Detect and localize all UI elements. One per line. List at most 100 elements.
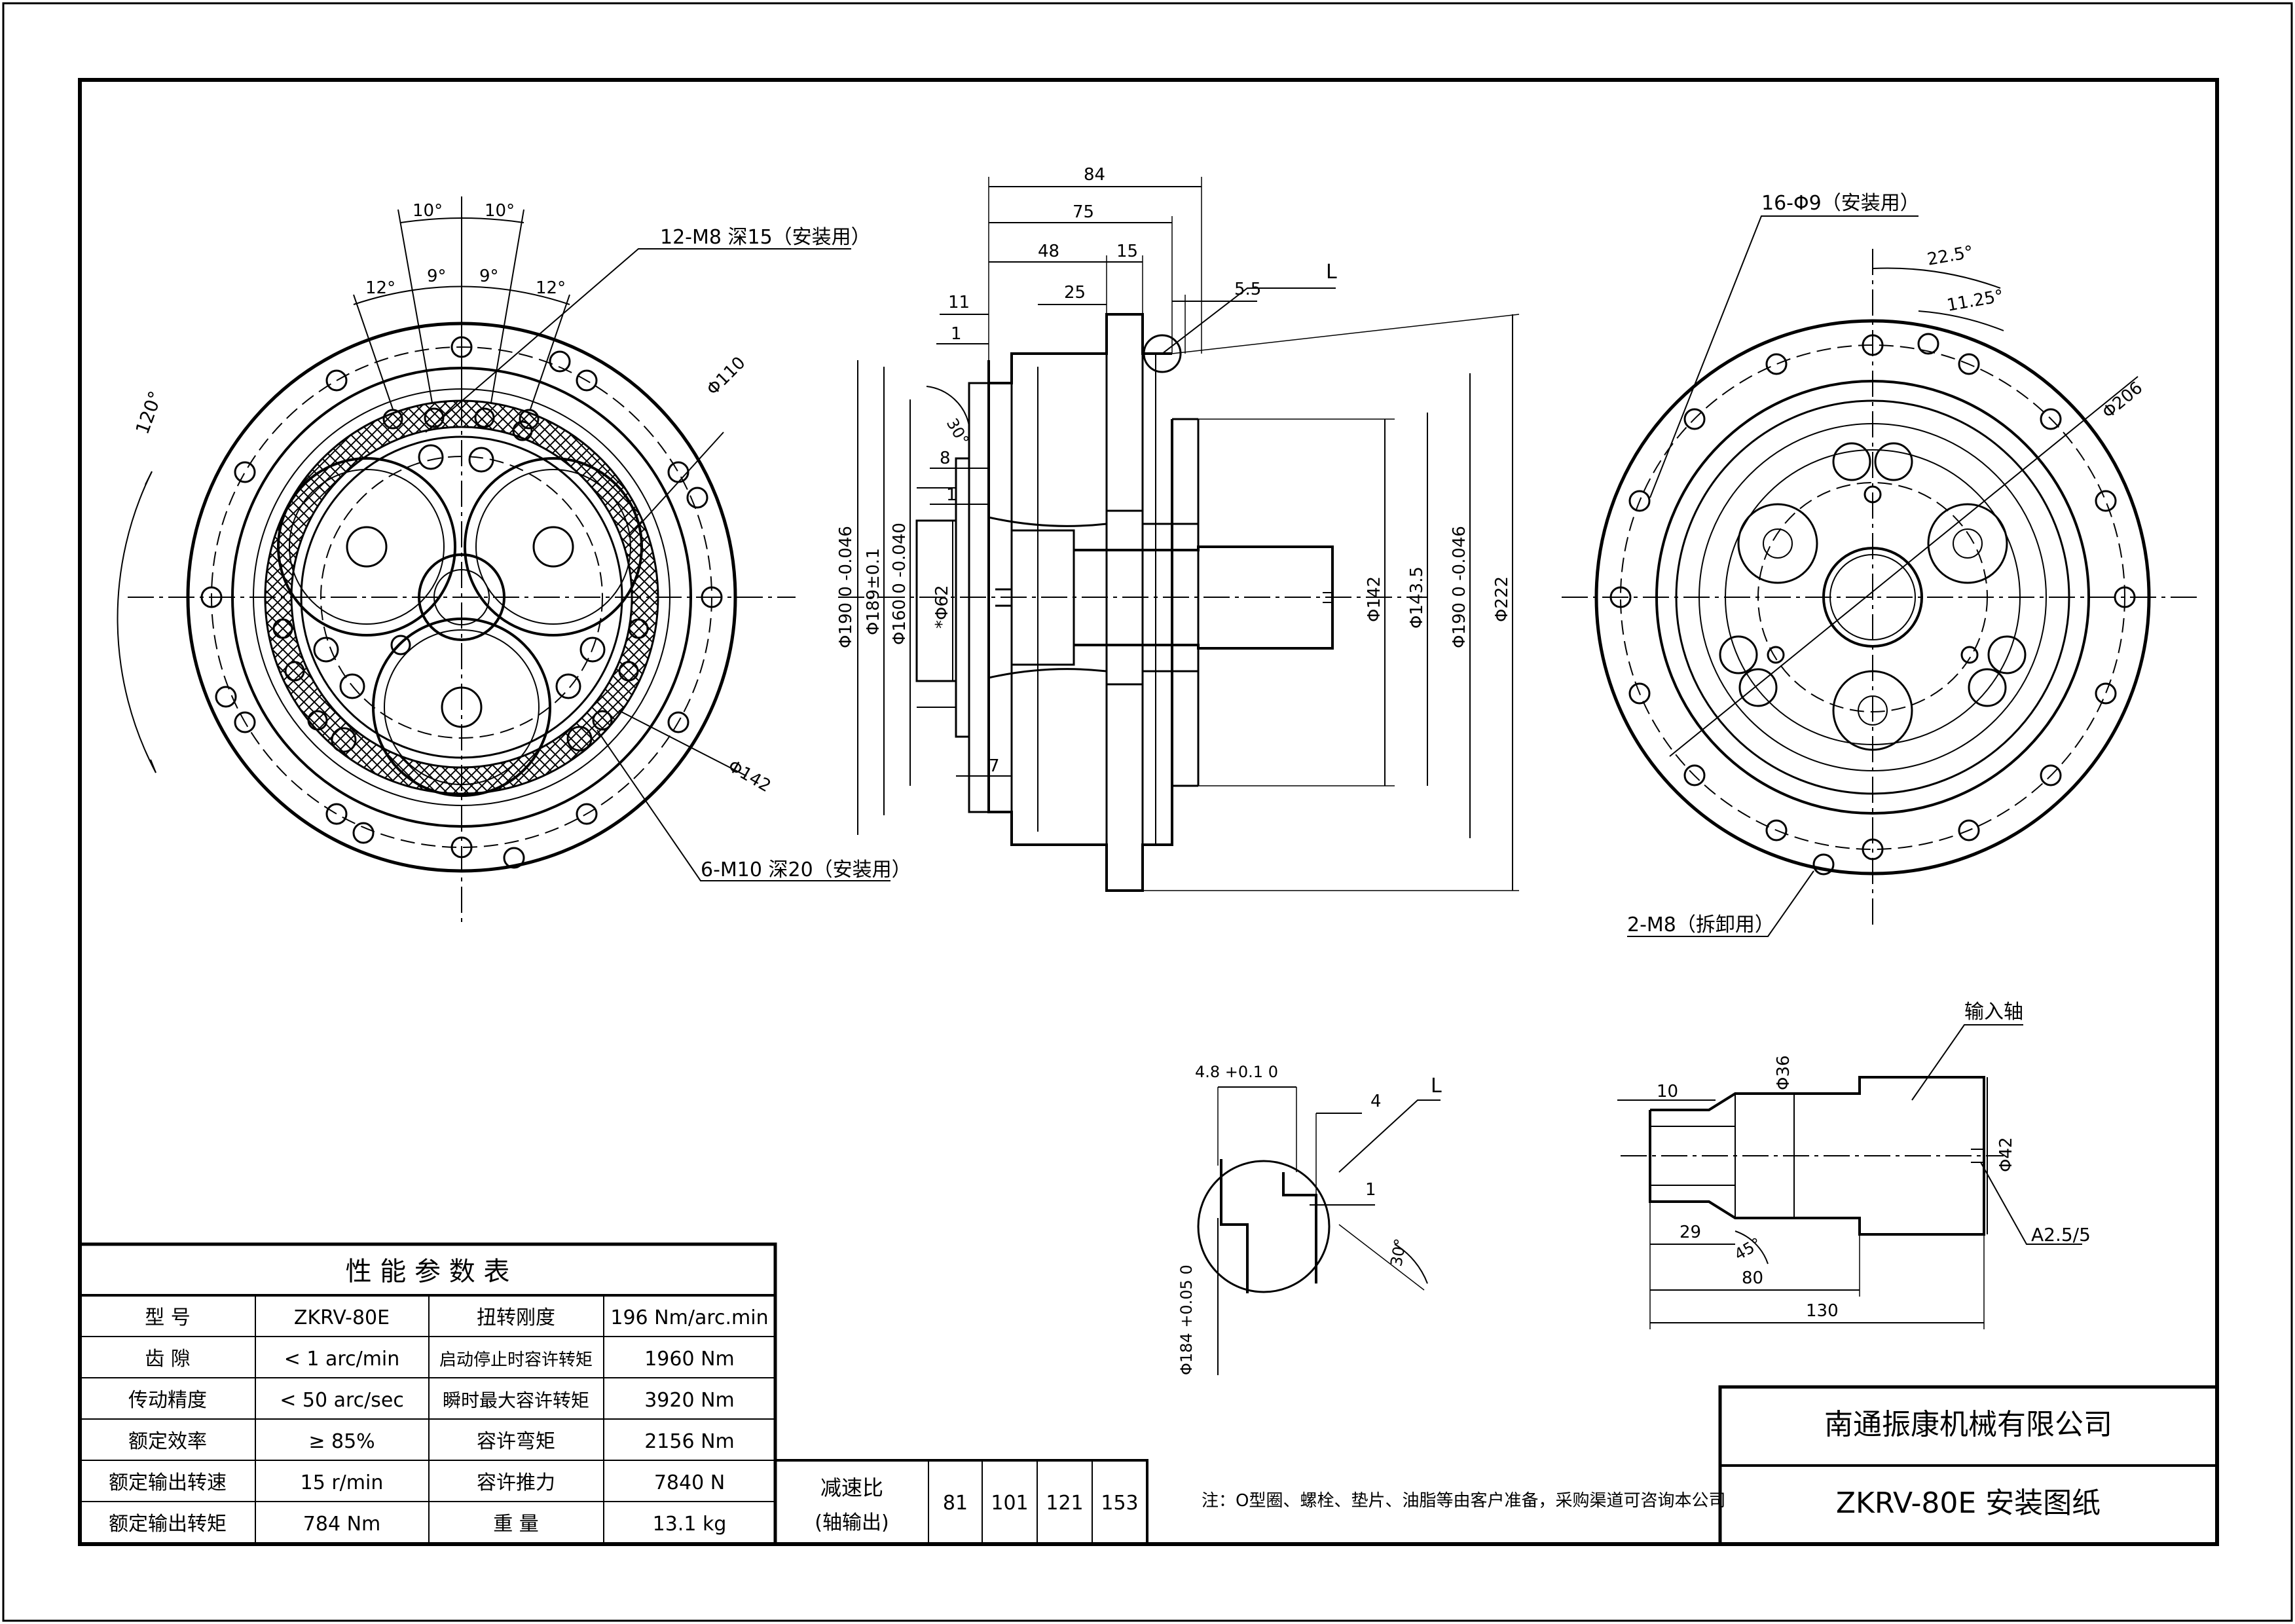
- phi190-right: Φ190 0 -0.046: [1450, 526, 1469, 648]
- dim-1-mid: 1: [946, 485, 957, 505]
- table-row: 额定输出转矩 784 Nm 重 量 13.1 kg: [109, 1513, 726, 1536]
- bearing-ring-hatch: [264, 399, 659, 795]
- shaft-title: 输入轴: [1964, 1001, 2023, 1024]
- section-view: 84 75 48 15 11 25 5.5 1 8 1 7 30° L Φ190…: [836, 165, 1520, 892]
- row-value: 2156 Nm: [644, 1430, 735, 1453]
- row-label: 重 量: [493, 1513, 539, 1536]
- row-value: ZKRV-80E: [294, 1306, 390, 1329]
- dim-84: 84: [1084, 165, 1105, 185]
- performance-table-title: 性 能 参 数 表: [346, 1257, 510, 1287]
- table-row: 额定效率 ≥ 85% 容许弯矩 2156 Nm: [128, 1430, 735, 1453]
- dim-15: 15: [1116, 242, 1138, 261]
- row-label: 容许推力: [477, 1471, 555, 1494]
- performance-table: 性 能 参 数 表 型 号 ZKRV-80E 扭转刚度 196 Nm/arc.m…: [78, 1242, 777, 1546]
- row-value: 1960 Nm: [644, 1348, 735, 1371]
- dim-7: 7: [989, 756, 1000, 776]
- phi190-left: Φ190 0 -0.046: [836, 526, 856, 648]
- phi184-label: Φ184 +0.05 0: [1177, 1264, 1196, 1375]
- dim-1-top: 1: [951, 324, 962, 344]
- phi142-label: Φ142: [725, 756, 775, 796]
- holes-m8-rear-label: 2-M8（拆卸用）: [1627, 913, 1774, 936]
- center-hole-label: A2.5/5: [2031, 1224, 2091, 1246]
- planet-gears: [277, 457, 643, 797]
- dim-11: 11: [948, 293, 970, 312]
- phi36-label: Φ36: [1774, 1055, 1793, 1090]
- angle-10-right: 10°: [485, 201, 515, 221]
- dim-5-5: 5.5: [1234, 280, 1261, 299]
- row-value: 784 Nm: [303, 1513, 380, 1536]
- table-row: 传动精度 < 50 arc/sec 瞬时最大容许转矩 3920 Nm: [128, 1389, 735, 1412]
- angle-9-left: 9°: [427, 267, 447, 286]
- phi206-label: Φ206: [2099, 378, 2146, 422]
- ratio-label-line2: (轴输出): [815, 1511, 889, 1534]
- ratio-label-line1: 减速比: [820, 1475, 883, 1500]
- holes-m10-label: 6-M10 深20（安装用）: [701, 858, 911, 881]
- holes-phi9-label: 16-Φ9（安装用）: [1761, 192, 1920, 215]
- dim-8: 8: [940, 449, 951, 468]
- ratio-value: 81: [943, 1492, 968, 1515]
- angle-45: 45°: [1731, 1234, 1765, 1264]
- phi143-5: Φ143.5: [1407, 566, 1427, 629]
- table-row: 型 号 ZKRV-80E 扭转刚度 196 Nm/arc.min: [145, 1306, 768, 1329]
- angle-30-detail: 30°: [1387, 1237, 1410, 1268]
- row-label: 型 号: [145, 1306, 191, 1329]
- angle-9-right: 9°: [479, 267, 499, 286]
- rear-view: 16-Φ9（安装用） 22.5° 11.25° Φ206 2-M8（拆卸用）: [1562, 192, 2197, 937]
- input-shaft-view: 输入轴 10 Φ36 Φ42 29 45° 80 130 A2.5/5: [1617, 1001, 2091, 1329]
- drawing-title: ZKRV-80E 安装图纸: [1836, 1486, 2101, 1520]
- dim-4: 4: [1370, 1092, 1382, 1111]
- row-label: 容许弯矩: [477, 1430, 555, 1453]
- dim-80: 80: [1742, 1268, 1763, 1288]
- angle-12-right: 12°: [536, 278, 566, 298]
- dim-130: 130: [1806, 1301, 1839, 1321]
- ratio-value: 121: [1046, 1492, 1083, 1515]
- dim-29: 29: [1680, 1223, 1701, 1242]
- phi142-section: Φ142: [1365, 576, 1384, 622]
- outer-bolt-holes: [200, 336, 723, 869]
- row-value: 196 Nm/arc.min: [610, 1306, 768, 1329]
- detail-ref-L-section: L: [1326, 261, 1337, 284]
- dim-25: 25: [1064, 283, 1086, 303]
- front-view: 10° 10° 12° 9° 9° 12° 120° 12-M8 深15（安装用…: [117, 196, 911, 923]
- rear-outer-circle: [1594, 319, 2151, 876]
- phi62: *Φ62: [932, 585, 952, 629]
- dim-75: 75: [1073, 202, 1094, 222]
- ratio-value: 153: [1101, 1492, 1138, 1515]
- row-label: 启动停止时容许转矩: [439, 1350, 593, 1370]
- inner-holes: [272, 407, 649, 753]
- row-value: 7840 N: [654, 1471, 725, 1494]
- row-value: 13.1 kg: [653, 1513, 727, 1536]
- rear-large-holes: [1719, 442, 2027, 751]
- table-row: 额定输出转速 15 r/min 容许推力 7840 N: [109, 1471, 725, 1494]
- row-label: 齿 隙: [145, 1348, 191, 1371]
- dim-10: 10: [1657, 1082, 1678, 1101]
- row-label: 额定输出转速: [109, 1471, 227, 1494]
- company-name: 南通振康机械有限公司: [1824, 1408, 2112, 1441]
- row-value: 15 r/min: [301, 1471, 384, 1494]
- row-value: < 1 arc/min: [284, 1348, 400, 1371]
- ratio-table: 减速比 (轴输出) 81 101 121 153: [774, 1459, 1148, 1545]
- row-label: 额定效率: [128, 1430, 207, 1453]
- row-value: ≥ 85%: [308, 1430, 375, 1453]
- row-value: 3920 Nm: [644, 1389, 735, 1412]
- drawing-note: 注：O型圈、螺栓、垫片、油脂等由客户准备，采购渠道可咨询本公司: [1202, 1491, 1725, 1511]
- angle-120: 120°: [132, 388, 167, 437]
- detail-ref-L: L: [1431, 1075, 1442, 1098]
- row-value: < 50 arc/sec: [280, 1389, 404, 1412]
- row-label: 传动精度: [128, 1389, 207, 1412]
- rear-bolt-holes: [1609, 333, 2136, 876]
- row-label: 额定输出转矩: [109, 1513, 227, 1536]
- angle-11-25: 11.25°: [1945, 286, 2005, 316]
- table-row: 齿 隙 < 1 arc/min 启动停止时容许转矩 1960 Nm: [145, 1348, 735, 1371]
- row-label: 瞬时最大容许转矩: [443, 1390, 589, 1411]
- ratio-value: 101: [991, 1492, 1028, 1515]
- angle-22-5: 22.5°: [1926, 242, 1975, 270]
- phi189: Φ189±0.1: [864, 548, 883, 635]
- row-label: 扭转刚度: [477, 1306, 555, 1329]
- angle-12-left: 12°: [365, 278, 395, 298]
- detail-circle: [1197, 1160, 1331, 1293]
- phi110-label: Φ110: [703, 353, 750, 399]
- holes-m8-label: 12-M8 深15（安装用）: [660, 226, 871, 249]
